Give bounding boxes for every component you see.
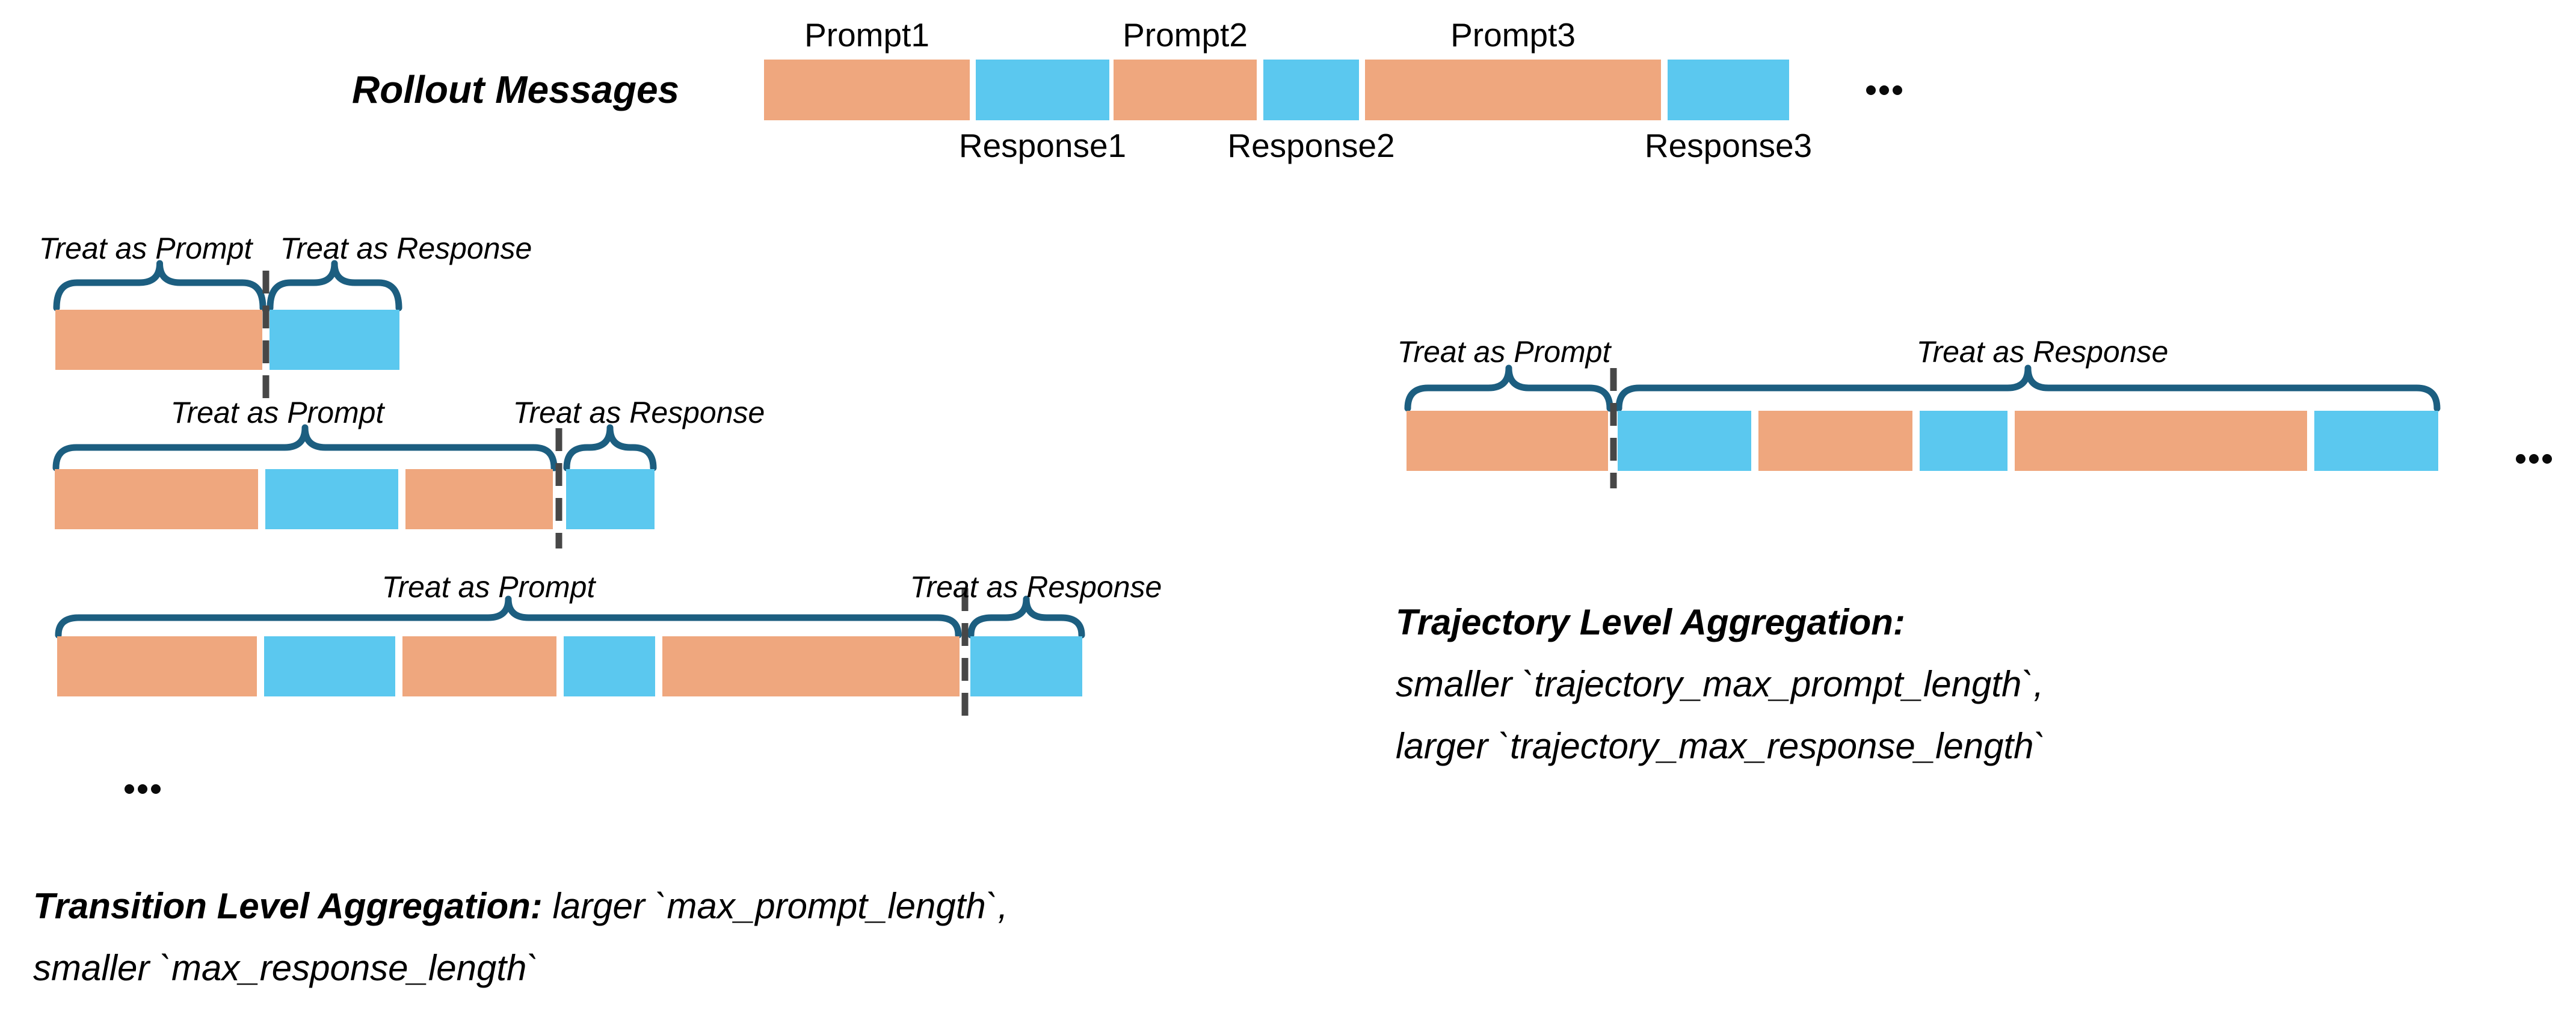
ellipsis-dot (151, 784, 161, 794)
prompt-block (764, 60, 970, 120)
transition-split-3-prompt-brace (55, 595, 962, 639)
response-block (1263, 60, 1359, 120)
prompt-block (402, 636, 556, 696)
prompt-block (2015, 411, 2307, 471)
prompt-block (55, 469, 258, 529)
transition-split-1-treat-as-response-label: Treat as Response (280, 232, 532, 265)
transition-ellipsis (125, 784, 161, 794)
prompt-block (1758, 411, 1912, 471)
transition-split-2-treat-as-response-label: Treat as Response (513, 396, 765, 429)
transition-line1-rest: larger `max_prompt_length`, (542, 886, 1008, 926)
response-label: Response3 (1644, 127, 1813, 164)
prompt-block (57, 636, 257, 696)
ellipsis-dot (2529, 454, 2539, 464)
transition-split-2-prompt-brace (52, 424, 558, 472)
prompt-block (1365, 60, 1661, 120)
transition-split-3-treat-as-prompt-label: Treat as Prompt (381, 570, 596, 604)
response-block (566, 469, 655, 529)
response-block (2314, 411, 2438, 471)
transition-split-1-treat-as-prompt-label: Treat as Prompt (39, 232, 253, 265)
response-block (1668, 60, 1789, 120)
response-block (564, 636, 655, 696)
transition-aggregation-text: Transition Level Aggregation: larger `ma… (33, 875, 1008, 999)
trajectory-text-line3: larger `trajectory_max_response_length` (1396, 726, 2046, 766)
transition-heading: Transition Level Aggregation: (33, 886, 543, 926)
transition-split-3-treat-as-response-label: Treat as Response (910, 570, 1162, 604)
response-block (970, 636, 1082, 696)
trajectory-aggregation-text: Trajectory Level Aggregation: smaller `t… (1396, 591, 2046, 777)
prompt-block (662, 636, 960, 696)
prompt-label: Prompt2 (1123, 16, 1248, 54)
transition-split-2-treat-as-prompt-label: Treat as Prompt (170, 396, 384, 429)
ellipsis-dot (2542, 454, 2552, 464)
trajectory-ellipsis (2516, 454, 2552, 464)
ellipsis-dot (1879, 85, 1889, 95)
response-block (270, 310, 399, 370)
transition-split-1-prompt-brace (53, 260, 267, 312)
trajectory-split-prompt-brace (1404, 364, 1613, 412)
transition-text-line1: Transition Level Aggregation: larger `ma… (33, 875, 1008, 937)
ellipsis-dot (138, 784, 147, 794)
response-block (265, 469, 398, 529)
trajectory-text-line2: smaller `trajectory_max_prompt_length`, (1396, 664, 2044, 704)
response-block (976, 60, 1109, 120)
transition-split-3-response-brace (967, 595, 1085, 639)
trajectory-split-response-brace (1615, 364, 2441, 412)
trajectory-heading: Trajectory Level Aggregation: (1396, 602, 1905, 642)
trajectory-split-treat-as-response-label: Treat as Response (1916, 335, 2169, 369)
transition-split-2-response-brace (563, 424, 657, 472)
response-label: Response1 (958, 127, 1127, 164)
response-block (264, 636, 395, 696)
prompt-block (405, 469, 553, 529)
rollout-messages-title: Rollout Messages (352, 68, 680, 111)
response-block (1920, 411, 2007, 471)
response-label: Response2 (1227, 127, 1395, 164)
prompt-label: Prompt1 (804, 16, 929, 54)
prompt-block (55, 310, 262, 370)
ellipsis-dot (1893, 85, 1902, 95)
prompt-block (1407, 411, 1608, 471)
ellipsis-dot (125, 784, 134, 794)
ellipsis-dot (1866, 85, 1876, 95)
rollout-ellipsis (1866, 85, 1902, 95)
prompt-label: Prompt3 (1450, 16, 1576, 54)
ellipsis-dot (2516, 454, 2525, 464)
transition-text-line2: smaller `max_response_length` (33, 948, 539, 988)
response-block (1618, 411, 1751, 471)
trajectory-split-treat-as-prompt-label: Treat as Prompt (1397, 335, 1611, 369)
transition-split-1-response-brace (267, 260, 402, 312)
prompt-block (1114, 60, 1257, 120)
